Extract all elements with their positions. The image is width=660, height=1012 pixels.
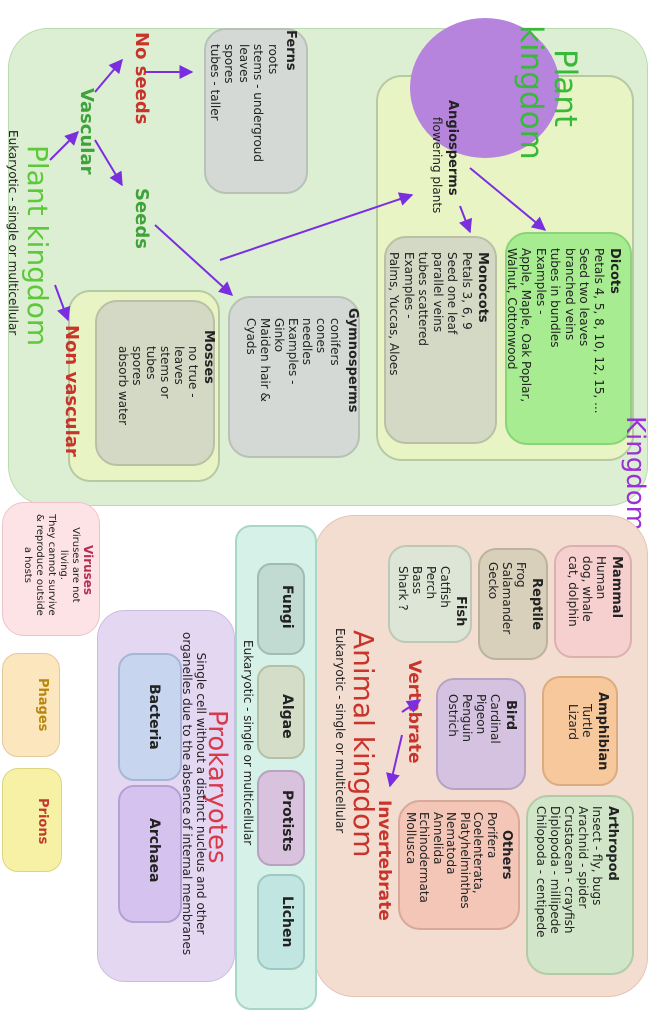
arrow-vascular-to-seeds — [94, 139, 123, 187]
arrow-angiosperms-to-dicots — [469, 167, 547, 231]
arrow-vascular-to-noseeds — [94, 58, 123, 93]
arrow-plant-to-nonvascular — [54, 284, 71, 322]
arrow-seeds-to-gymnosperms — [154, 224, 234, 296]
arrow-angiosperms-to-monocots — [458, 205, 473, 234]
arrow-animal-to-vertebrate — [401, 699, 422, 713]
arrow-seeds-to-angiosperms — [219, 192, 414, 261]
arrow-animal-to-invertebrate — [386, 734, 403, 788]
arrow-plant-to-vascular — [49, 131, 79, 161]
